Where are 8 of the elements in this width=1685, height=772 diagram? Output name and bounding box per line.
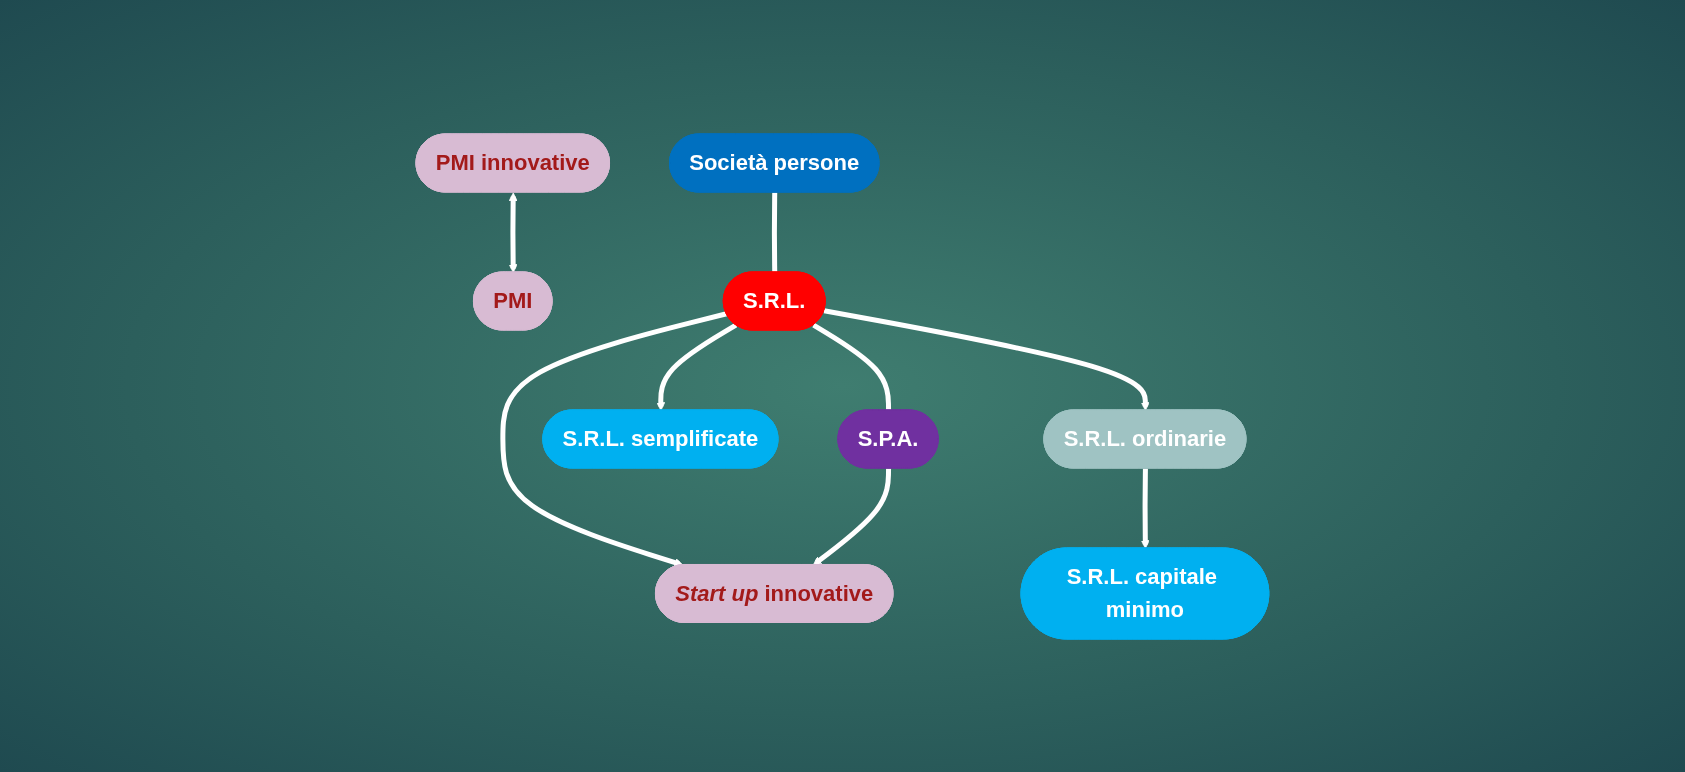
connector: [812, 322, 892, 410]
arrow: [508, 192, 518, 273]
connector: [772, 191, 778, 273]
arrow: [1141, 467, 1150, 549]
arrow: [823, 307, 1150, 411]
arrow: [813, 467, 892, 565]
arrow: [656, 322, 738, 411]
arrow: [500, 310, 728, 567]
